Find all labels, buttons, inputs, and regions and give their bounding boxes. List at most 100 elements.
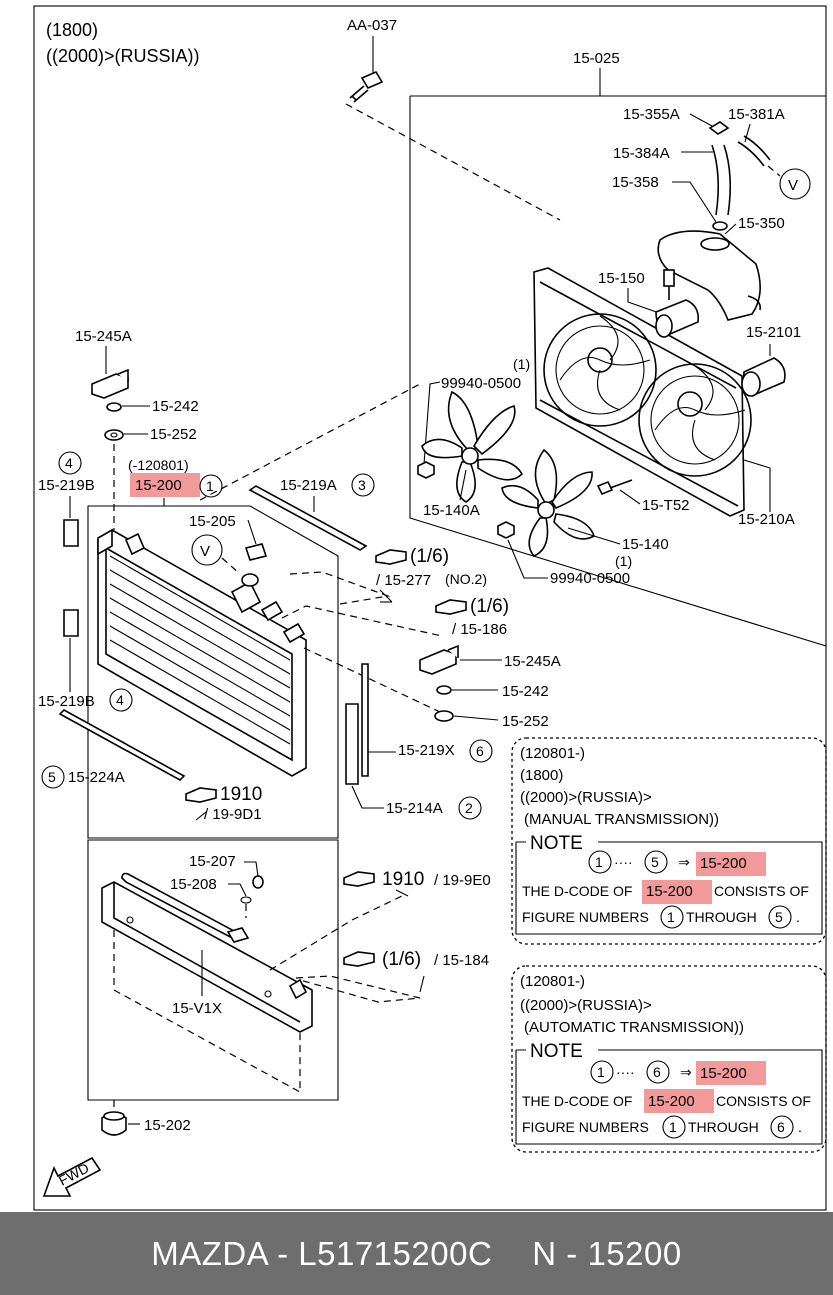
svg-text:(1/6): (1/6) (382, 949, 421, 970)
svg-text:/ 15-186: / 15-186 (452, 621, 507, 638)
svg-text:/ 15-277: / 15-277 (376, 572, 431, 589)
note-manual-highlight-2 (642, 880, 712, 904)
highlight-15200 (130, 473, 200, 497)
lower-tank-group-box (87, 839, 339, 1101)
nut-99940-1 (417, 461, 435, 479)
label-15219x: 15-219X (398, 742, 455, 759)
grommet-15242-2 (436, 685, 452, 695)
radiator-core-15200 (97, 528, 307, 777)
label-15350: 15-350 (738, 215, 785, 232)
hose-15381a (737, 135, 771, 167)
label-15v1x: 15-V1X (172, 1000, 222, 1017)
v-marker-top (779, 168, 811, 200)
svg-text:(AUTOMATIC TRANSMISSION)): (AUTOMATIC TRANSMISSION)) (524, 1019, 744, 1036)
strip-15219a (248, 485, 368, 551)
svg-text:15-200: 15-200 (700, 1065, 747, 1082)
note-automatic-highlight-1 (696, 1061, 766, 1085)
svg-text:····: ···· (614, 854, 633, 870)
label-15381a: 15-381A (728, 106, 785, 123)
label-15150: 15-150 (598, 270, 645, 287)
label-99940-1-sup: (1) (513, 356, 530, 372)
svg-text:6: 6 (777, 1119, 785, 1135)
bracket-15245a-2 (419, 649, 457, 675)
label-15214a: 15-214A (386, 800, 443, 817)
svg-text:⇒: ⇒ (678, 854, 690, 870)
plug-15207 (252, 875, 264, 889)
label-15200: 15-200 (135, 477, 182, 494)
footer-brand: MAZDA - L51715200C (151, 1234, 493, 1272)
label-15224a: 15-224A (68, 769, 125, 786)
svg-text:····: ···· (616, 1064, 635, 1080)
svg-text:/ 15-184: / 15-184 (434, 952, 489, 969)
svg-text:.: . (798, 1119, 802, 1135)
callout-15219b-1-num: 4 (65, 455, 73, 471)
label-15140a: 15-140A (423, 502, 480, 519)
pad-15219b-1 (63, 519, 79, 547)
footer-bar: MAZDA - L51715200C N - 15200 (0, 1212, 833, 1295)
callout-15219x-num: 6 (476, 743, 484, 759)
svg-text:(MANUAL TRANSMISSION)): (MANUAL TRANSMISSION)) (524, 811, 719, 828)
callout-15219a-num: 3 (358, 477, 366, 493)
fan-shroud-15210a (533, 267, 745, 517)
svg-text:(1800): (1800) (520, 767, 563, 784)
label-15200-date: (-120801) (128, 457, 189, 473)
svg-text:15-200: 15-200 (700, 855, 747, 872)
svg-text:/ 19-9E0: / 19-9E0 (434, 872, 491, 889)
label-15025: 15-025 (573, 50, 620, 67)
callout-15214a-num: 2 (465, 800, 473, 816)
fan-assembly-box (409, 95, 827, 647)
svg-text:THROUGH: THROUGH (686, 909, 757, 925)
svg-text:FIGURE NUMBERS: FIGURE NUMBERS (522, 1119, 649, 1135)
svg-text:5: 5 (775, 909, 783, 925)
svg-text:CONSISTS OF: CONSISTS OF (714, 883, 809, 899)
cap-15358 (712, 221, 728, 231)
strip-15214a (345, 703, 359, 785)
footer-code: N - 15200 (532, 1234, 682, 1272)
label-15242-1: 15-242 (152, 398, 199, 415)
ref-1910-199e0[interactable]: 1910 / 19-9E0 (343, 869, 491, 890)
note-manual-highlight-1 (696, 852, 766, 876)
ref-1-6-15186[interactable]: (1/6) / 15-186 (435, 596, 509, 638)
label-15140: 15-140 (622, 536, 669, 553)
label-15252-1: 15-252 (150, 426, 197, 443)
svg-text:1: 1 (669, 1119, 677, 1135)
label-15219a: 15-219A (280, 477, 337, 494)
label-152101: 15-2101 (746, 324, 801, 341)
label-15355a: 15-355A (623, 106, 680, 123)
label-99940-2: 99940-0500 (550, 570, 630, 587)
svg-text:NOTE: NOTE (530, 1041, 583, 1062)
header-line2: ((2000)>(RUSSIA)) (46, 46, 200, 66)
svg-text:(120801-): (120801-) (520, 745, 585, 762)
svg-text:.: . (796, 909, 800, 925)
label-15245a-2: 15-245A (504, 653, 561, 670)
svg-text:5: 5 (651, 854, 659, 870)
svg-text:6: 6 (653, 1064, 661, 1080)
radiator-group-box (87, 505, 339, 839)
callout-15224a-num: 5 (48, 769, 56, 785)
callout-15219b-2-num: 4 (116, 692, 124, 708)
svg-text:/ 19-9D1: / 19-9D1 (204, 806, 262, 823)
callout-15200-num: 1 (206, 478, 214, 494)
label-15208: 15-208 (170, 876, 217, 893)
oring-15208 (240, 896, 252, 904)
v-marker-radiator-label: V (200, 543, 210, 560)
label-15384a: 15-384A (613, 145, 670, 162)
fan-ring-left (543, 313, 657, 427)
label-15219b-2: 15-219B (38, 693, 95, 710)
svg-text:(NO.2): (NO.2) (445, 571, 487, 587)
svg-text:1910: 1910 (220, 784, 262, 805)
ref-1-6-15277[interactable]: (1/6) / 15-277 (NO.2) (375, 546, 487, 589)
label-15t52: 15-T52 (642, 497, 690, 514)
svg-text:FIGURE NUMBERS: FIGURE NUMBERS (522, 909, 649, 925)
ref-1-6-15184[interactable]: (1/6) / 15-184 (343, 949, 489, 970)
fwd-arrow-icon: FWD (42, 1156, 102, 1197)
svg-text:1: 1 (597, 1064, 605, 1080)
svg-text:NOTE: NOTE (530, 833, 583, 854)
clip-15355a (708, 121, 730, 135)
label-15358: 15-358 (612, 174, 659, 191)
svg-text:((2000)>(RUSSIA)>: ((2000)>(RUSSIA)> (520, 997, 652, 1014)
svg-text:(1/6): (1/6) (410, 546, 449, 567)
ref-1910-199d1[interactable]: 1910 / 19-9D1 (185, 784, 262, 823)
label-aa037: AA-037 (347, 17, 397, 34)
label-15140-sup: (1) (615, 553, 632, 569)
